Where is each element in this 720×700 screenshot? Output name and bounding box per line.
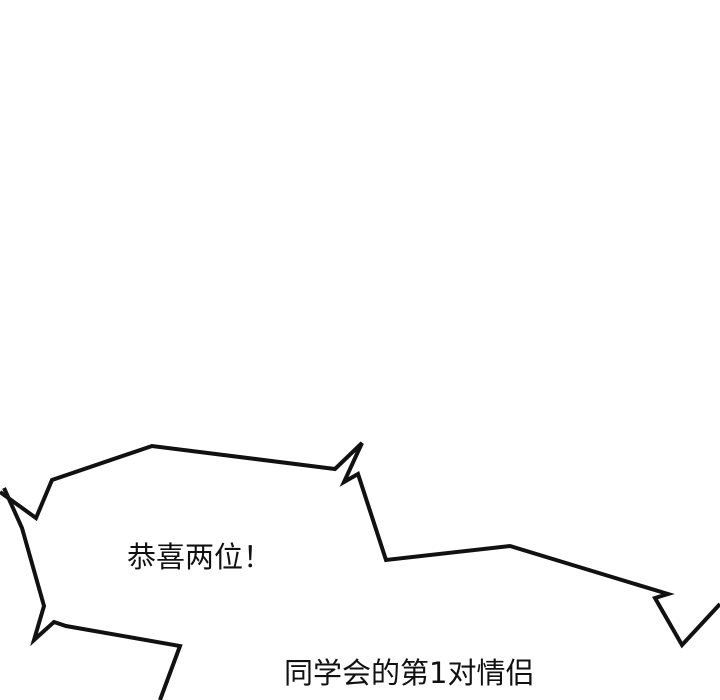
speech-text-congrats: 恭喜两位！: [127, 540, 273, 574]
speech-text-first-couple: 同学会的第1对情侣: [284, 656, 535, 690]
